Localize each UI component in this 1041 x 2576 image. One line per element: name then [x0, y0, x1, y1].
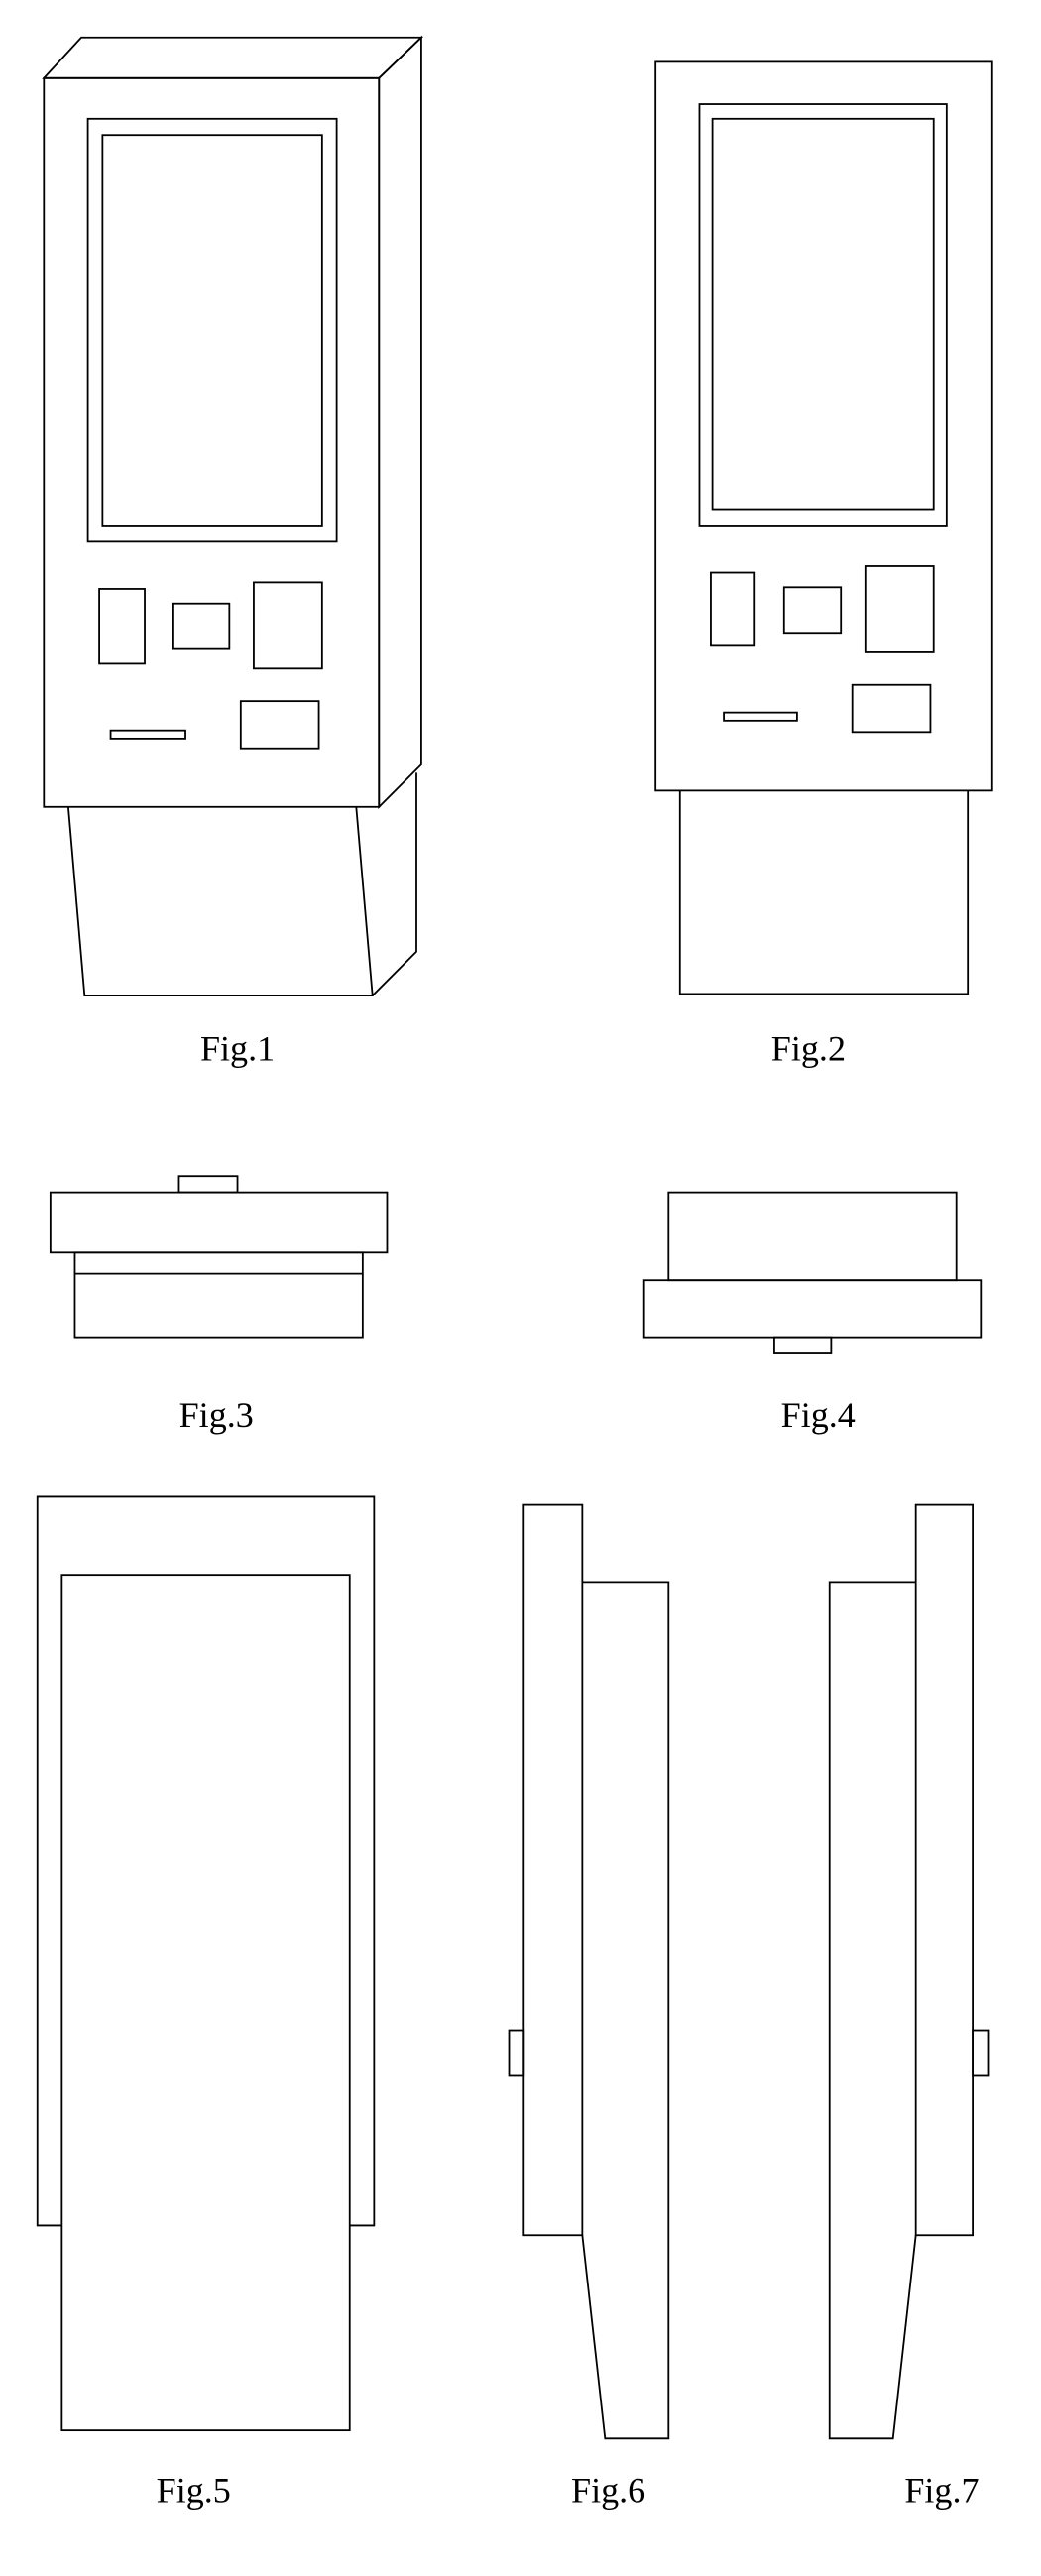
scanner-window: [172, 602, 231, 650]
figure-label-4: Fig.4: [781, 1395, 856, 1435]
card-reader: [710, 571, 756, 647]
keypad-panel: [253, 581, 323, 670]
rear-tab: [508, 2029, 525, 2077]
kiosk-base: [67, 806, 374, 996]
dispenser-panel: [239, 700, 320, 750]
rear-tab: [177, 1175, 239, 1194]
screen-bezel: [698, 103, 948, 527]
head-unit-back: [36, 1495, 376, 2227]
fig2-front-view: Fig.2: [654, 60, 993, 1069]
kiosk-front-face: [43, 76, 381, 808]
fig4-bottom-view: Fig.4: [642, 1191, 983, 1435]
kiosk-side-face: [378, 35, 422, 809]
screen: [101, 134, 323, 527]
kiosk-base: [678, 790, 970, 995]
base-unit-back: [60, 1574, 351, 2432]
fig1-perspective-view: Fig.1: [42, 35, 424, 1069]
screen-bezel: [86, 117, 338, 543]
receipt-slot: [109, 729, 186, 740]
figure-label-5: Fig.5: [157, 2470, 231, 2510]
rear-tab: [773, 1336, 833, 1354]
head-unit-side: [914, 1503, 974, 2237]
rear-tab: [972, 2029, 990, 2077]
kiosk-front-face: [654, 60, 993, 792]
fig7-right-side-view: Fig.7: [828, 1503, 990, 2510]
base-unit: [73, 1251, 364, 1339]
base-unit: [667, 1191, 958, 1282]
head-unit: [642, 1279, 983, 1339]
fig5-rear-view: Fig.5: [36, 1495, 376, 2510]
base-unit-side: [828, 1581, 917, 2440]
screen: [711, 117, 935, 511]
head-unit: [49, 1191, 389, 1254]
keypad-panel: [864, 565, 935, 653]
head-unit-side: [522, 1503, 584, 2237]
kiosk-top-face: [42, 36, 424, 79]
figure-label-6: Fig.6: [571, 2470, 645, 2510]
kiosk-base-side: [372, 772, 417, 996]
figure-label-1: Fig.1: [200, 1029, 275, 1069]
base-unit-side: [581, 1581, 670, 2440]
figure-label-7: Fig.7: [904, 2470, 979, 2510]
fig3-top-view: Fig.3: [49, 1175, 389, 1435]
card-reader: [98, 588, 146, 665]
receipt-slot: [723, 711, 798, 722]
dispenser-panel: [851, 683, 932, 734]
fig6-left-side-view: Fig.6: [508, 1503, 670, 2510]
figure-label-2: Fig.2: [771, 1029, 846, 1069]
figure-label-3: Fig.3: [179, 1395, 254, 1435]
scanner-window: [782, 586, 843, 635]
